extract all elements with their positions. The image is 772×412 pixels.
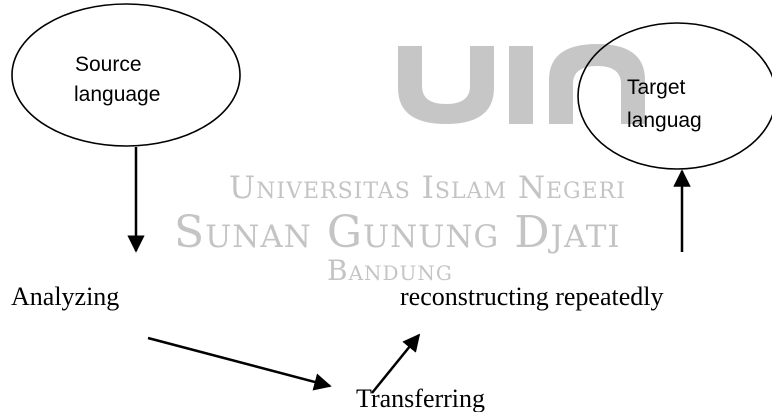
watermark-logo-i: [509, 46, 533, 124]
analyzing-label: Analyzing: [11, 282, 120, 311]
watermark-logo-u: [398, 46, 494, 124]
watermark-logo-n: [549, 44, 645, 124]
source-language-label-clip: language: [72, 80, 222, 108]
watermark-line-1: Universitas Islam Negeri: [229, 170, 626, 206]
transferring-label: Transferring: [356, 384, 486, 412]
target-language-label-line1: Target: [627, 76, 686, 99]
source-language-ellipse: [11, 3, 241, 147]
watermark-line-3: Bandung: [327, 254, 453, 287]
source-language-label-line1: Source: [75, 53, 142, 76]
transferring-label-clip: Transferring: [356, 380, 536, 412]
watermark-line-2: Sunan Gunung Djati: [174, 207, 621, 258]
target-language-ellipse: [577, 22, 772, 170]
target-language-label-line2: languag: [627, 109, 702, 132]
arrow-transferring-to-reconstructing: [371, 333, 421, 394]
arrow-analyzing-to-transferring: [147, 336, 332, 391]
source-language-label-line2: language: [74, 83, 161, 106]
reconstructing-label: reconstructing repeatedly: [400, 282, 664, 311]
